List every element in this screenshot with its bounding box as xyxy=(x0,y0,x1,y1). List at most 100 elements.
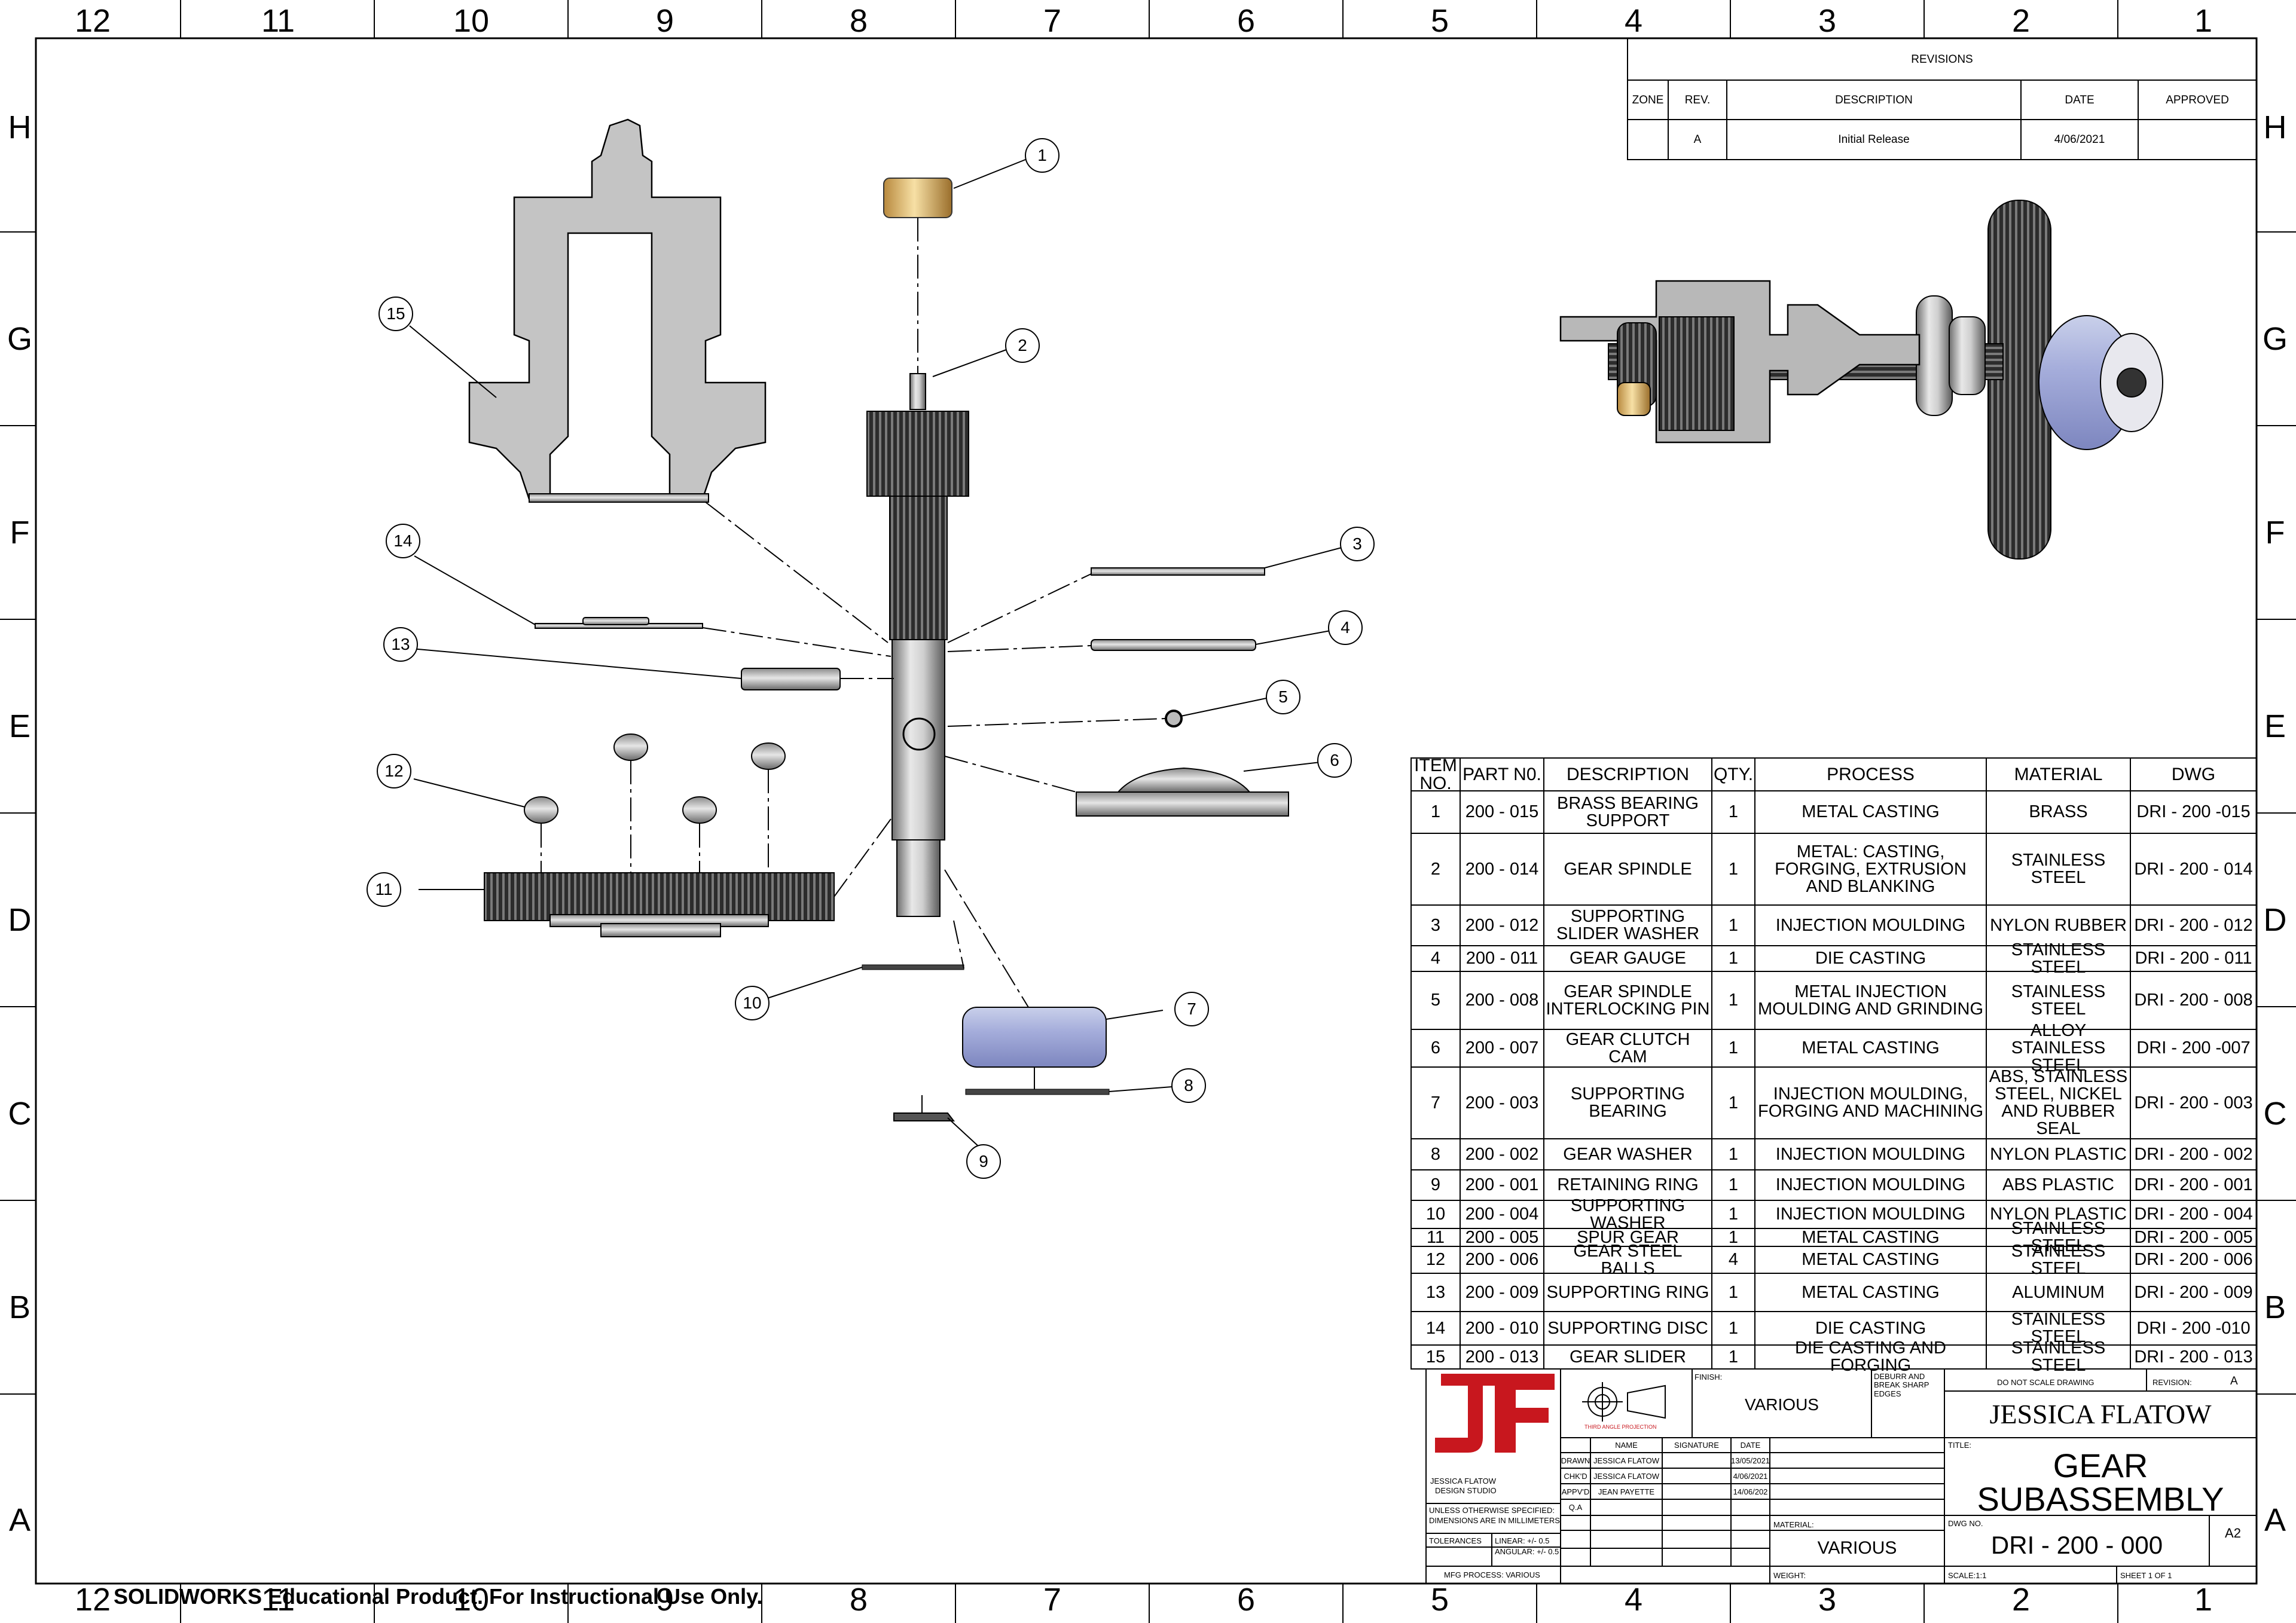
revision-table-grid xyxy=(1627,38,2257,160)
leader-lines xyxy=(409,158,1342,1154)
part-supporting-disc xyxy=(535,617,703,629)
bom-cell-part-no: 200 - 015 xyxy=(1465,802,1539,821)
balloon-circles xyxy=(367,138,1375,1179)
bom-cell-qty: 1 xyxy=(1728,949,1739,968)
balloon-number: 13 xyxy=(391,635,410,653)
bom-cell-description: GEAR SLIDER xyxy=(1570,1347,1686,1367)
balloon-number: 9 xyxy=(979,1152,988,1170)
bom-cell-item-no: 15 xyxy=(1425,1347,1446,1367)
zone-col-label: 2 xyxy=(2011,3,2031,39)
finish-value: VARIOUS xyxy=(1745,1395,1819,1414)
bom-cell-part-no: 200 - 009 xyxy=(1465,1282,1539,1302)
part-gear-washer xyxy=(965,1089,1110,1095)
bom-cell-part-no: 200 - 002 xyxy=(1465,1144,1539,1164)
zone-row-label: C xyxy=(8,1096,32,1132)
assembly-isometric-view xyxy=(1559,200,2163,560)
bom-cell-item-no: 6 xyxy=(1430,1038,1441,1057)
bom-cell-process: DIE CASTING AND FORGING xyxy=(1795,1338,1946,1375)
bom-cell-qty: 1 xyxy=(1728,1175,1739,1194)
sheet-number: SHEET 1 OF 1 xyxy=(2120,1571,2172,1580)
projection-label: THIRD ANGLE PROJECTION xyxy=(1584,1424,1657,1430)
zone-col-label: 10 xyxy=(453,3,490,39)
zone-col-label: 8 xyxy=(849,3,868,39)
part-gear-spindle xyxy=(866,373,969,917)
zone-col-label: 6 xyxy=(1236,1582,1256,1618)
zone-col-label: 2 xyxy=(2011,1582,2031,1618)
finish-label: FINISH: xyxy=(1694,1373,1723,1381)
revision-cell: 4/06/2021 xyxy=(2054,133,2105,146)
revisions-header: DATE xyxy=(2065,93,2095,106)
bom-cell-qty: 1 xyxy=(1728,915,1739,935)
bom-cell-qty: 4 xyxy=(1728,1250,1739,1269)
educational-watermark: SOLIDWORKS Educational Product. For Inst… xyxy=(114,1584,763,1609)
bom-cell-description: GEAR SPINDLE xyxy=(1564,859,1692,879)
zone-col-label: 3 xyxy=(1818,1582,1837,1618)
zone-col-label: 12 xyxy=(74,3,111,39)
bom-cell-qty: 1 xyxy=(1728,1144,1739,1164)
bom-cell-qty: 1 xyxy=(1728,859,1739,879)
linear-tolerance: LINEAR: +/- 0.5 xyxy=(1495,1536,1550,1545)
zone-col-label: 5 xyxy=(1430,3,1449,39)
bom-cell-item-no: 3 xyxy=(1430,915,1441,935)
bom-cell-dwg: DRI - 200 - 002 xyxy=(2134,1144,2253,1164)
tolerances-label: TOLERANCES xyxy=(1429,1536,1482,1545)
part-supporting-bearing xyxy=(962,1007,1107,1068)
bom-cell-qty: 1 xyxy=(1728,1347,1739,1367)
revision-value: A xyxy=(2230,1375,2238,1387)
title-label: TITLE: xyxy=(1948,1441,1972,1450)
bom-cell-qty: 1 xyxy=(1728,1318,1739,1338)
part-supporting-washer xyxy=(862,964,964,970)
bom-cell-material: ABS PLASTIC xyxy=(2002,1175,2114,1194)
bom-cell-description: GEAR SPINDLE INTERLOCKING PIN xyxy=(1546,982,1710,1019)
bom-cell-part-no: 200 - 014 xyxy=(1465,859,1539,879)
bom-cell-item-no: 13 xyxy=(1425,1282,1446,1302)
part-retaining-ring xyxy=(893,1112,955,1121)
part-gear-clutch-cam xyxy=(1076,767,1289,817)
checked-name: JESSICA FLATOW xyxy=(1593,1471,1660,1481)
drawing-title: GEAR SUBASSEMBLY xyxy=(1977,1447,2224,1518)
bom-cell-description: SUPPORTING SLIDER WASHER xyxy=(1556,907,1700,943)
bom-header-description: DESCRIPTION xyxy=(1566,764,1690,784)
balloon-number: 3 xyxy=(1352,534,1362,553)
scale-label: SCALE:1:1 xyxy=(1948,1571,1987,1580)
zone-row-label: H xyxy=(2263,109,2287,145)
bom-cell-item-no: 8 xyxy=(1430,1144,1441,1164)
zone-col-label: 11 xyxy=(261,1582,295,1618)
revision-cell xyxy=(2138,120,2257,160)
bom-header-item-no: ITEM NO. xyxy=(1414,755,1457,793)
zone-col-label: 12 xyxy=(74,1582,111,1618)
revision-cell xyxy=(1628,120,1668,160)
approved-name: JEAN PAYETTE xyxy=(1598,1487,1655,1496)
checked-label: CHK'D xyxy=(1564,1471,1587,1481)
bom-cell-material: STAINLESS STEEL xyxy=(2011,940,2106,977)
bom-cell-qty: 1 xyxy=(1728,1038,1739,1057)
balloon-number: 1 xyxy=(1037,146,1047,164)
bom-header-process: PROCESS xyxy=(1827,764,1915,784)
bom-cell-process: METAL CASTING xyxy=(1802,1282,1940,1302)
zone-col-label: 7 xyxy=(1043,1582,1062,1618)
jf-logo xyxy=(1435,1374,1555,1453)
bom-cell-part-no: 200 - 011 xyxy=(1465,949,1538,968)
bom-cell-dwg: DRI - 200 - 001 xyxy=(2134,1175,2253,1194)
bom-cell-item-no: 14 xyxy=(1425,1318,1446,1338)
title-block-grid xyxy=(1425,1368,2257,1584)
bom-cell-description: SUPPORTING BEARING xyxy=(1570,1084,1686,1121)
do-not-scale-note: DO NOT SCALE DRAWING xyxy=(1997,1378,2095,1387)
zone-row-label: G xyxy=(2262,321,2288,357)
signature-header: SIGNATURE xyxy=(1674,1441,1719,1450)
balloon-number: 2 xyxy=(1018,336,1027,354)
bom-cell-process: INJECTION MOULDING xyxy=(1775,1144,1966,1164)
balloon-number: 14 xyxy=(393,531,413,550)
bom-cell-process: INJECTION MOULDING xyxy=(1775,1205,1966,1224)
bom-cell-item-no: 1 xyxy=(1430,802,1441,821)
bom-cell-part-no: 200 - 003 xyxy=(1465,1093,1539,1112)
zone-row-label: H xyxy=(8,109,32,145)
drawn-name: JESSICA FLATOW xyxy=(1593,1456,1660,1465)
bom-cell-material: STAINLESS STEEL xyxy=(2011,982,2106,1019)
zone-col-label: 4 xyxy=(1624,3,1643,39)
bom-cell-qty: 1 xyxy=(1728,1227,1739,1247)
revision-cell: Initial Release xyxy=(1838,133,1910,146)
balloon-number: 10 xyxy=(743,994,762,1012)
zone-row-label: F xyxy=(10,515,30,551)
